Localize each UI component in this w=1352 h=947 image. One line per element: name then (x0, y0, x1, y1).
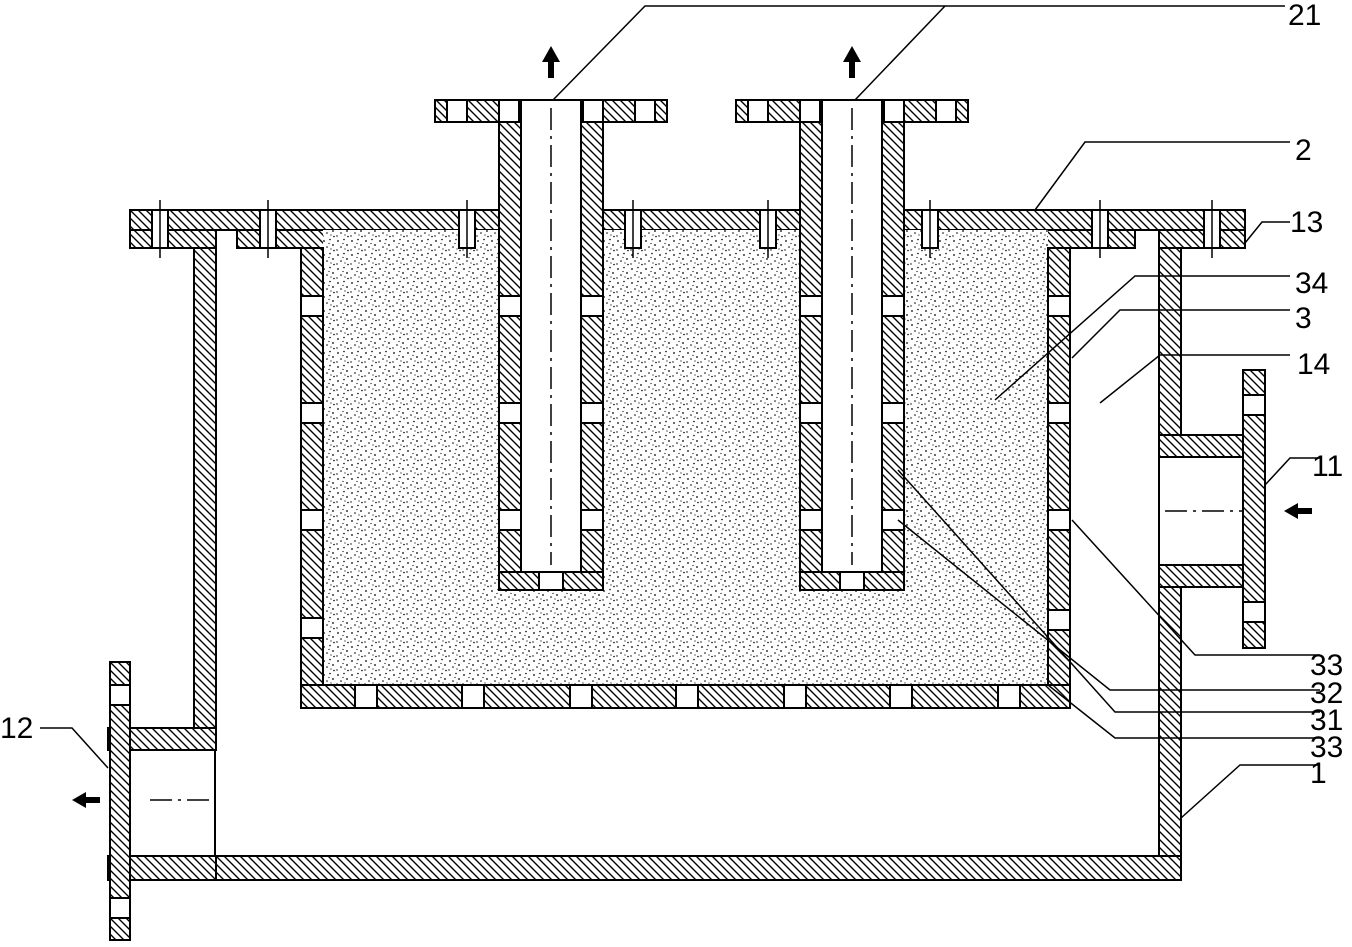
filter-pipe-left (434, 46, 668, 591)
label-1: 1 (1310, 757, 1327, 790)
label-14: 14 (1297, 348, 1330, 381)
top-cover (129, 209, 1246, 231)
outlet-nozzle (72, 661, 217, 941)
outer-shell (107, 247, 1182, 881)
filter-pipe-right (735, 46, 969, 591)
label-12: 12 (0, 712, 33, 745)
inlet-arrow-icon (1284, 503, 1312, 519)
inlet-nozzle (1158, 369, 1312, 649)
label-21: 21 (1288, 0, 1321, 32)
label-13: 13 (1290, 206, 1323, 239)
filter-media (323, 230, 1048, 685)
label-34: 34 (1295, 267, 1328, 300)
filter-basket (300, 247, 1071, 709)
label-11: 11 (1312, 450, 1343, 483)
label-33a: 33 (1310, 649, 1343, 682)
label-3: 3 (1295, 302, 1312, 335)
label-2: 2 (1295, 134, 1312, 167)
label-31: 31 (1310, 704, 1343, 737)
outlet-arrow-icon (72, 792, 100, 808)
flange-bolts (151, 200, 1221, 258)
part-labels: 21 2 13 34 3 14 11 33 32 31 33 1 12 (0, 0, 1343, 790)
label-32: 32 (1310, 677, 1343, 710)
label-33b: 33 (1310, 731, 1343, 764)
leader-lines (40, 5, 1320, 819)
